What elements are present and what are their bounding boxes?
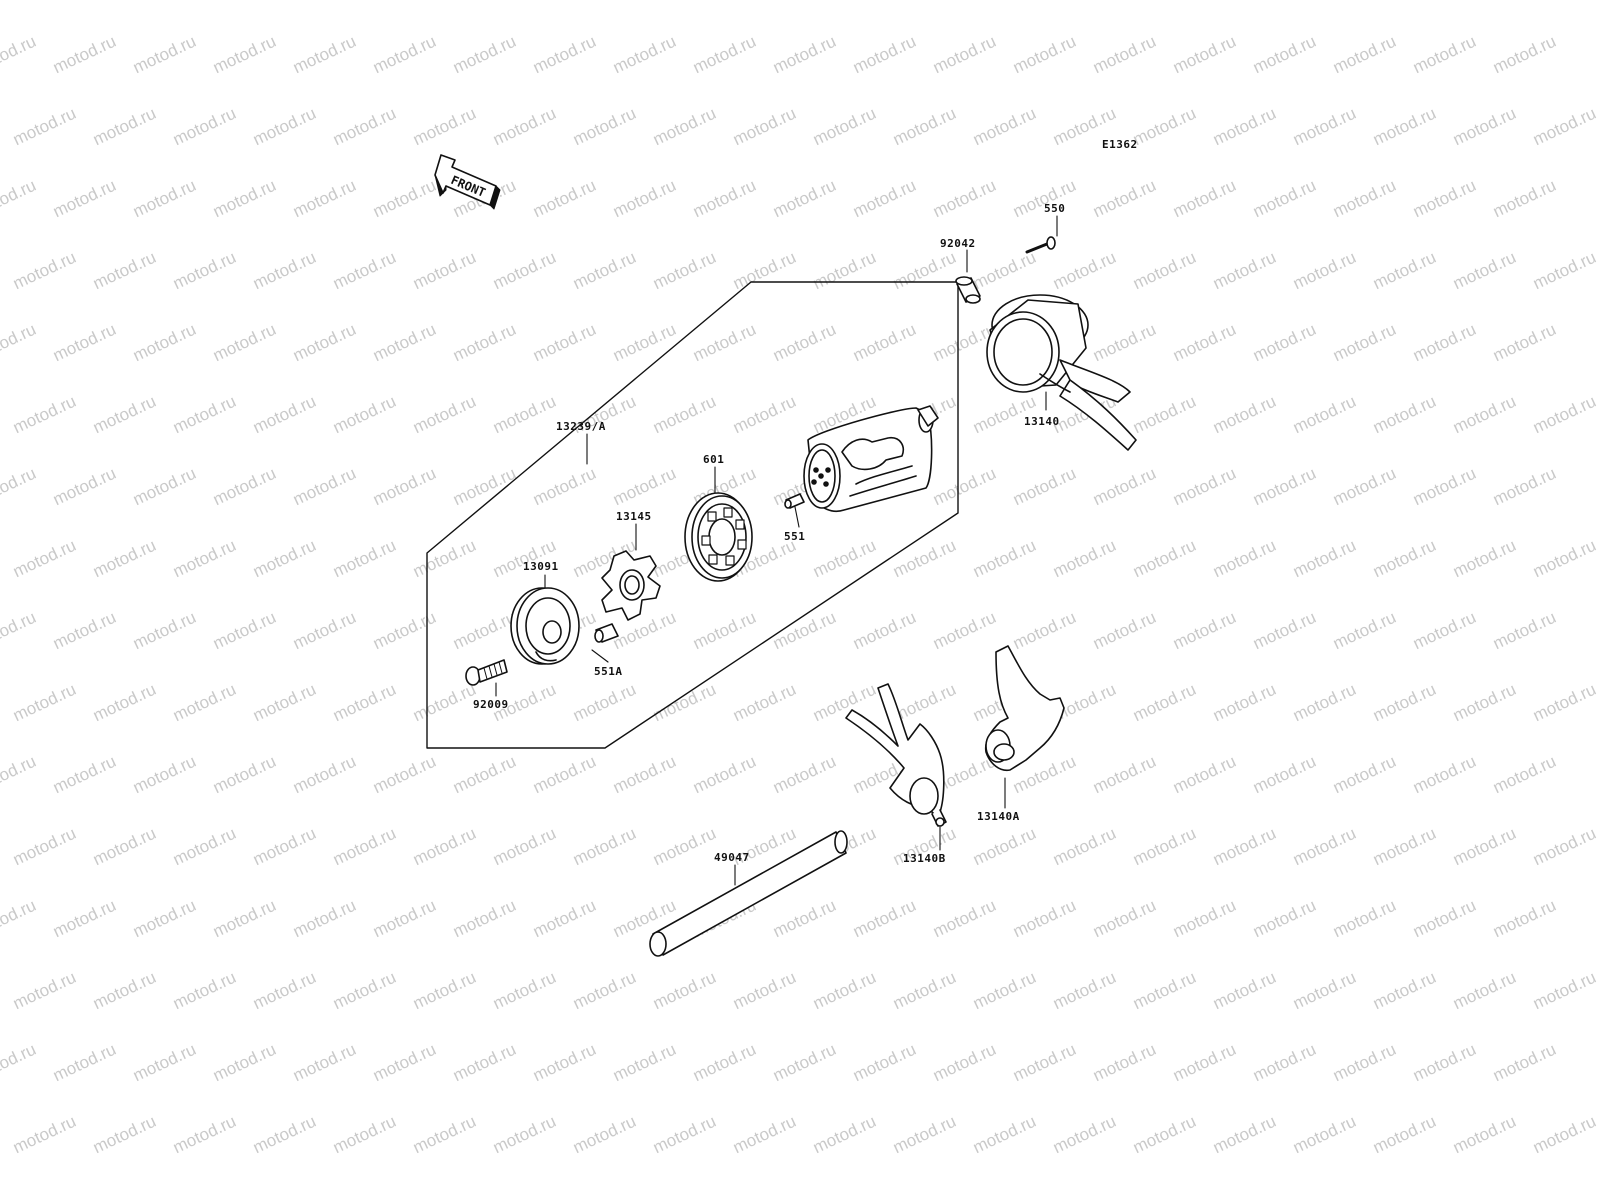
callout-13091: 13091 bbox=[523, 560, 559, 573]
callout-550: 550 bbox=[1044, 202, 1066, 215]
callout-13140A: 13140A bbox=[977, 810, 1020, 823]
pin-551-icon bbox=[784, 493, 805, 509]
callout-92042: 92042 bbox=[940, 237, 976, 250]
bolt-550-icon bbox=[1025, 236, 1056, 254]
shift-fork-13140B-icon bbox=[845, 683, 947, 827]
callout-13140: 13140 bbox=[1024, 415, 1060, 428]
bearing-601-icon bbox=[684, 492, 753, 582]
diagram-code: E1362 bbox=[1102, 138, 1138, 151]
screw-92009-icon bbox=[465, 659, 508, 686]
callout-13140B: 13140B bbox=[903, 852, 946, 865]
callout-551A: 551A bbox=[594, 665, 623, 678]
callout-601: 601 bbox=[703, 453, 725, 466]
cam-plate-13091-icon bbox=[510, 587, 580, 665]
callout-551: 551 bbox=[784, 530, 806, 543]
shift-drum-icon bbox=[803, 405, 939, 513]
shift-fork-13140A-icon bbox=[984, 645, 1065, 772]
front-arrow-icon: FRONT bbox=[434, 154, 501, 210]
callout-92009: 92009 bbox=[473, 698, 509, 711]
callout-13145: 13145 bbox=[616, 510, 652, 523]
leader-lines bbox=[495, 215, 1058, 886]
shift-fork-13140-icon bbox=[986, 294, 1137, 451]
pin-551A-icon bbox=[594, 623, 619, 643]
assembly-outline bbox=[426, 281, 959, 749]
bushing-92042-icon bbox=[955, 276, 981, 304]
assembly-label: 13239/A bbox=[556, 420, 606, 433]
callout-49047: 49047 bbox=[714, 851, 750, 864]
shaft-49047-icon bbox=[649, 830, 848, 957]
star-plate-13145-icon bbox=[601, 550, 661, 621]
